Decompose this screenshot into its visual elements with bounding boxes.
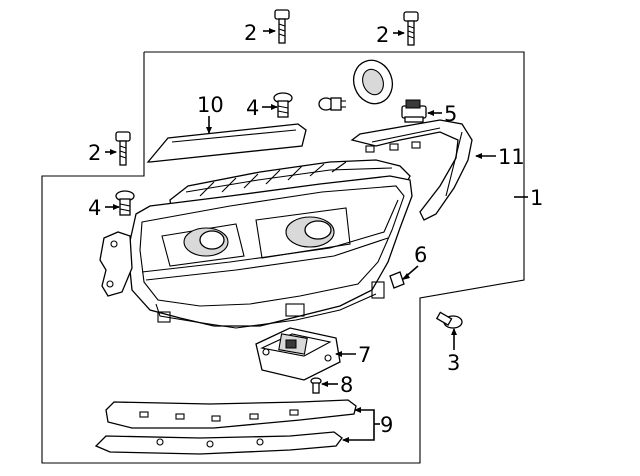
callout-4: 4 (246, 96, 259, 120)
trim-strip-icon (105, 399, 357, 429)
callout-3: 3 (447, 351, 460, 375)
callout-5: 5 (444, 102, 457, 126)
clip-icon (389, 271, 405, 289)
screw-icon (310, 377, 322, 394)
screw-icon (273, 92, 293, 118)
leader-lines (105, 28, 528, 443)
seal-bracket-icon (350, 119, 473, 221)
trim-strip-icon (94, 431, 343, 455)
callout-9: 9 (380, 413, 393, 437)
callout-11: 11 (498, 145, 525, 169)
assembly-boundary (41, 51, 525, 464)
screw-icon (115, 190, 135, 216)
callout-1: 1 (530, 186, 543, 210)
bolt-icon (115, 131, 131, 166)
trim-strip-icon (146, 123, 307, 163)
callout-7: 7 (358, 343, 371, 367)
callout-4: 4 (88, 196, 101, 220)
cap-seal-icon (352, 59, 394, 105)
callout-8: 8 (340, 373, 353, 397)
callout-labels: 2 2 2 4 4 10 5 11 1 6 3 7 8 9 (88, 21, 543, 437)
callout-6: 6 (414, 243, 427, 267)
callout-2: 2 (88, 141, 101, 165)
bulb-icon (318, 97, 346, 111)
bolt-icon (403, 11, 419, 46)
control-module-icon (255, 327, 341, 381)
callout-2: 2 (244, 21, 257, 45)
callout-10: 10 (197, 93, 224, 117)
socket-icon (401, 99, 427, 123)
bolt-icon (274, 9, 290, 44)
bolt-icon (435, 311, 463, 329)
callout-2: 2 (376, 23, 389, 47)
headlamp-housing (99, 159, 413, 329)
